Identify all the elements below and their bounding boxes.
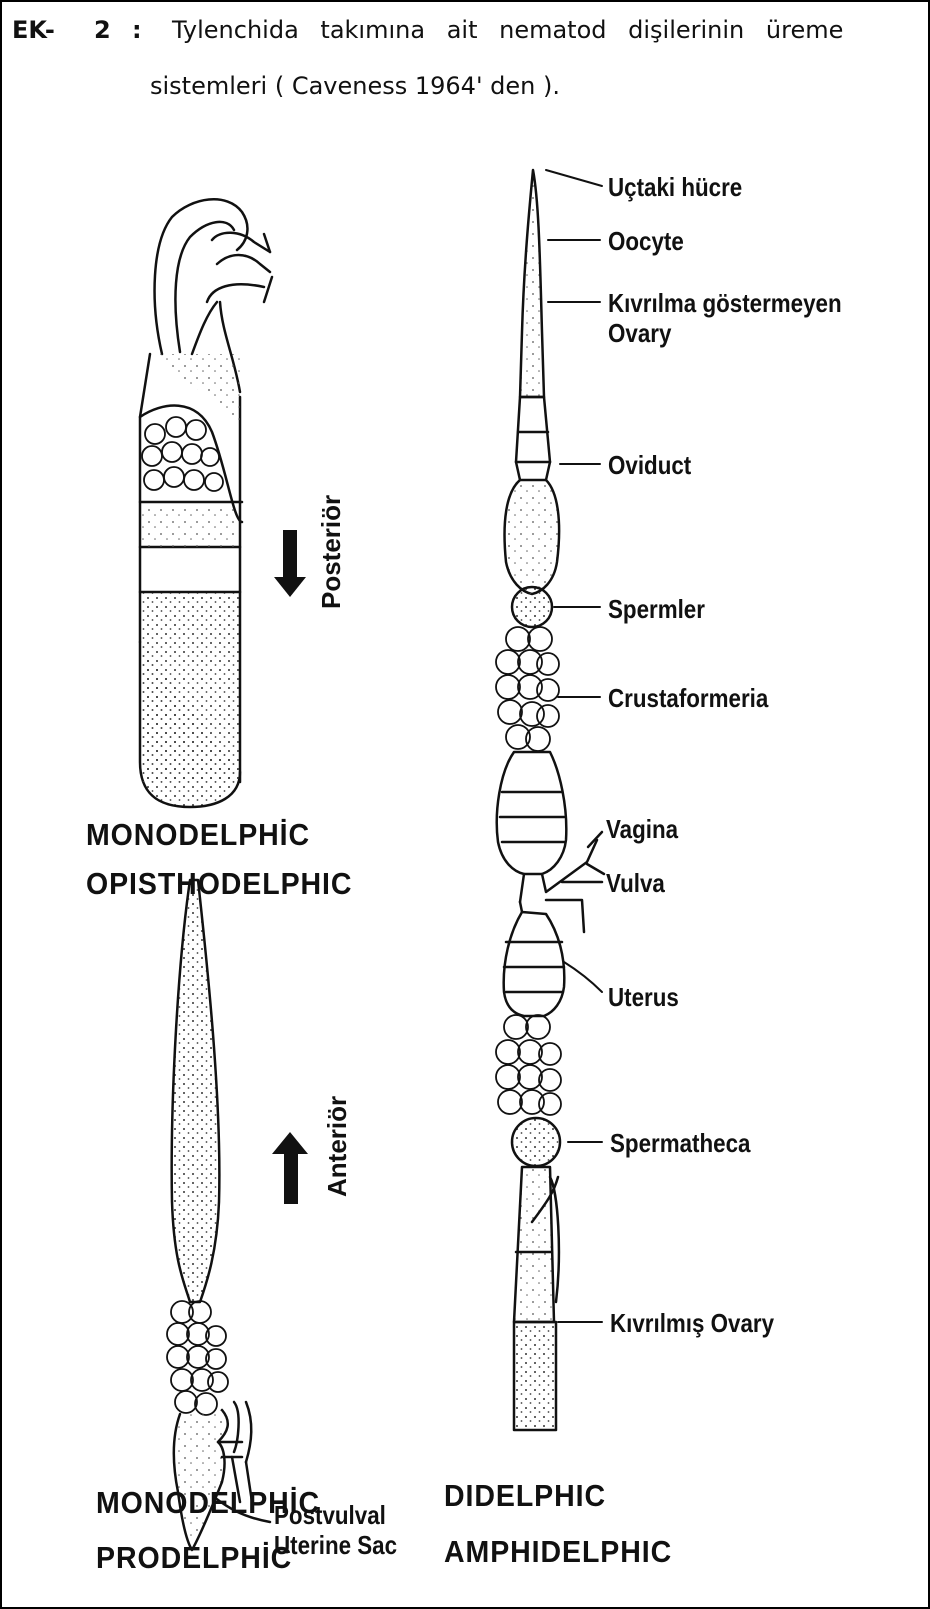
label-spermatheca: Spermatheca — [610, 1130, 750, 1156]
label-uctaki-hucre: Uçtaki hücre — [608, 174, 742, 200]
label-kivrilma-line-2: Ovary — [608, 320, 671, 346]
label-uterus: Uterus — [608, 984, 679, 1010]
didelphic-amphidelphic-drawing — [496, 170, 604, 1430]
title-monodelphic-b: MONODELPHİC — [96, 1487, 320, 1518]
label-oocyte: Oocyte — [608, 228, 684, 254]
posterior-label: Posteriör — [318, 495, 344, 609]
title-amphidelphic: AMPHIDELPHIC — [444, 1536, 672, 1567]
monodelphic-opisthodelphic-drawing — [140, 199, 272, 807]
label-vagina: Vagina — [606, 816, 678, 842]
posterior-arrow-icon — [274, 530, 306, 597]
label-oviduct: Oviduct — [608, 452, 691, 478]
label-vulva: Vulva — [606, 870, 665, 896]
title-monodelphic-a: MONODELPHİC — [86, 819, 310, 850]
label-postvulval-line-2: Uterine Sac — [274, 1532, 397, 1558]
label-crustaformeria: Crustaformeria — [608, 685, 768, 711]
title-didelphic: DIDELPHIC — [444, 1480, 606, 1511]
monodelphic-prodelphic-drawing — [167, 880, 270, 1550]
anterior-arrow-icon — [272, 1132, 308, 1204]
title-opisthodelphic: OPISTHODELPHIC — [86, 868, 352, 899]
anterior-label: Anteriör — [324, 1096, 350, 1197]
label-kivrilmis-ovary: Kıvrılmış Ovary — [610, 1310, 774, 1336]
label-kivrilma-line-1: Kıvrılma göstermeyen — [608, 290, 842, 316]
label-spermler: Spermler — [608, 596, 705, 622]
title-prodelphic: PRODELPHİC — [96, 1542, 292, 1573]
